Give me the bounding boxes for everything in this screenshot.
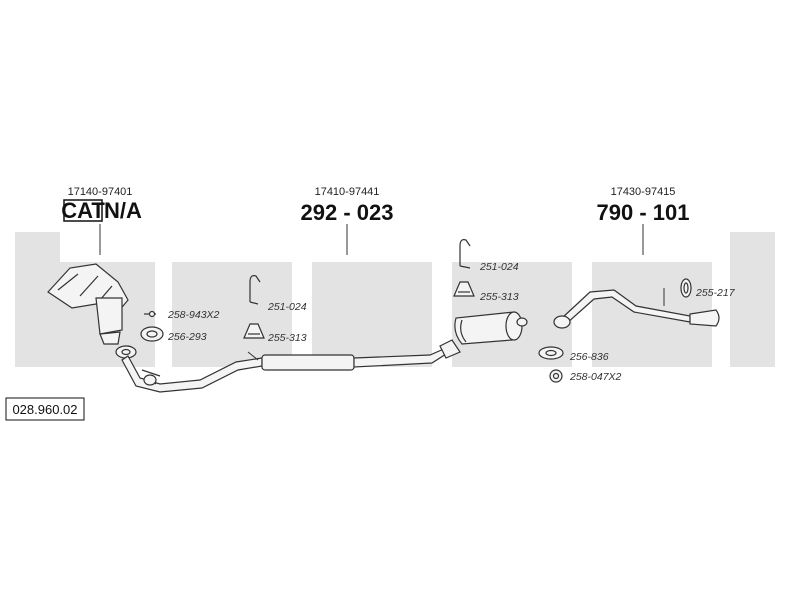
rubber-ring-part xyxy=(680,278,692,298)
group-1-oe-number: 17140-97401 xyxy=(68,186,133,198)
gasket-ring-part xyxy=(140,326,164,342)
group-3-part-number: 790 - 101 xyxy=(597,200,690,225)
rear-silencer xyxy=(454,311,528,345)
part-label-251-024-a: 251-024 xyxy=(267,301,307,313)
part-label-256-836: 256-836 xyxy=(569,351,609,363)
group-2-oe-number: 17410-97441 xyxy=(315,186,380,198)
group-1-part-number: CAT xyxy=(61,198,105,223)
hanger-hook-part-2 xyxy=(459,239,471,269)
part-label-255-313-b: 255-313 xyxy=(479,291,519,303)
flange-gasket-part xyxy=(538,346,564,360)
bolt-part xyxy=(144,310,156,318)
group-3-oe-number: 17430-97415 xyxy=(611,186,676,198)
part-label-255-313-a: 255-313 xyxy=(267,332,307,344)
group-2-part-number: 292 - 023 xyxy=(301,200,394,225)
part-label-255-217: 255-217 xyxy=(695,287,736,299)
reference-number: 028.960.02 xyxy=(12,402,77,417)
front-flange xyxy=(115,345,137,359)
hanger-hook-part-1 xyxy=(249,275,261,305)
catalytic-converter xyxy=(47,263,129,345)
part-label-258-047x2: 258-047X2 xyxy=(569,371,622,383)
group-1-part-suffix: N/A xyxy=(104,198,142,223)
reference-box xyxy=(5,397,85,421)
rubber-mount-part-2 xyxy=(453,281,475,297)
middle-silencer xyxy=(247,339,461,371)
cat-box xyxy=(63,199,103,222)
part-label-258-943x2: 258-943X2 xyxy=(167,309,220,321)
part-label-251-024-b: 251-024 xyxy=(479,261,519,273)
part-label-256-293: 256-293 xyxy=(167,331,207,343)
tail-pipe xyxy=(553,288,720,329)
nut-part xyxy=(549,369,563,383)
rubber-mount-part-1 xyxy=(243,323,265,339)
